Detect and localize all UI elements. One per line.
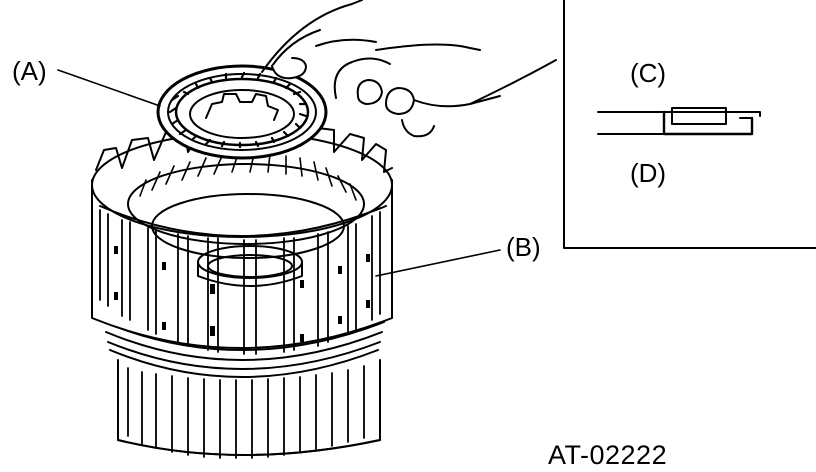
callout-b: (B) [506,232,541,262]
callout-c: (C) [630,58,667,88]
lower-gear-teeth [127,365,365,459]
inset-detail [563,0,816,249]
callout-a: (A) [12,56,47,86]
callout-d: (D) [630,158,667,188]
leader-line-a [57,69,161,107]
clutch-drum [91,121,393,355]
leader-lines [57,69,501,277]
inner-spline-ring [127,153,365,259]
thrust-bearing [156,64,328,160]
leader-line-b [375,249,501,277]
figure-id: AT-02222 [548,440,668,470]
lower-gear [117,359,381,459]
inset-frame [563,0,816,249]
drum-notches [114,246,370,342]
hand [261,0,557,138]
drum-slots [99,209,381,355]
center-hub [197,245,303,287]
